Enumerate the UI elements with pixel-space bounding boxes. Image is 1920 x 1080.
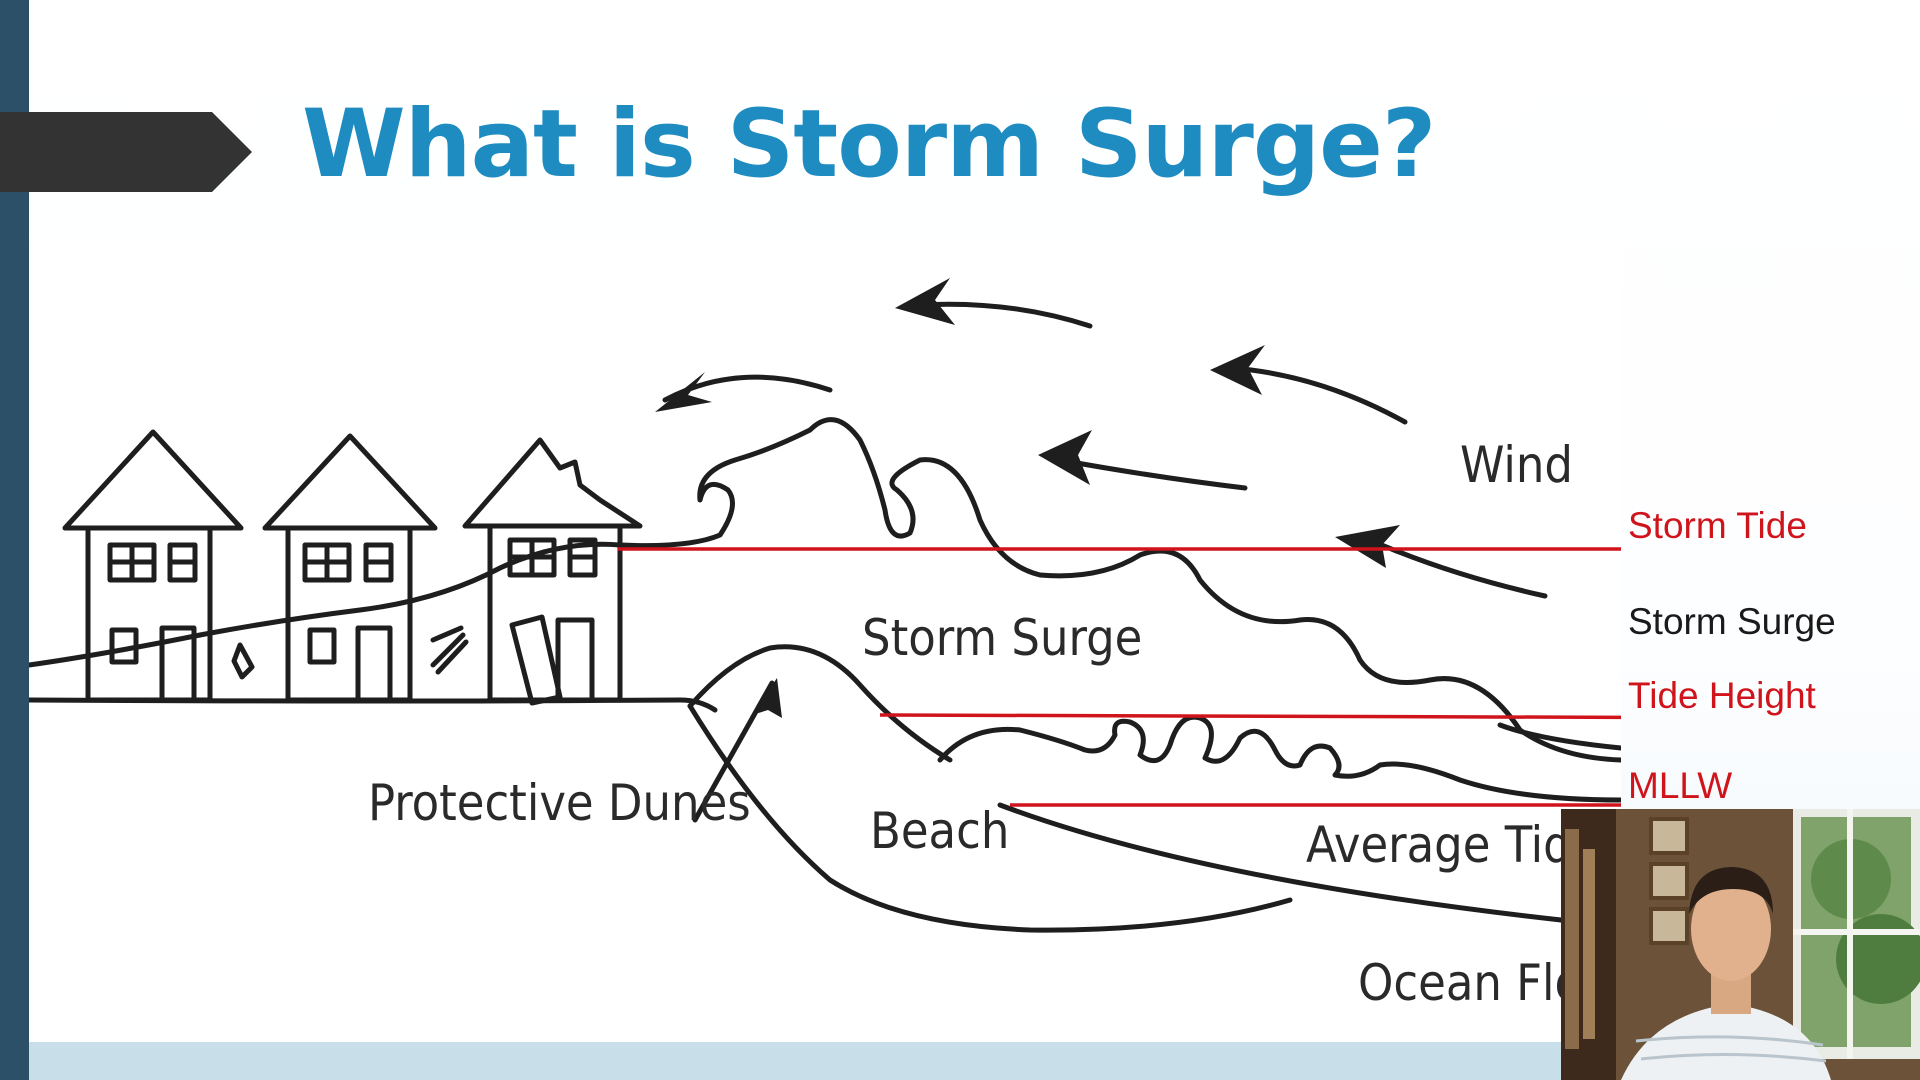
wind-arrows xyxy=(662,301,1548,823)
ocean-floor-line xyxy=(997,802,1564,923)
storm-surge-diagram: Wind Storm Surge Protective Dunes Beach … xyxy=(29,242,1621,1042)
label-protective-dunes: Protective Dunes xyxy=(368,774,751,832)
legend-mllw: MLLW xyxy=(1628,765,1732,806)
title-arrow-shape xyxy=(0,112,252,192)
average-tide-wave xyxy=(937,714,1621,803)
house-1 xyxy=(62,429,244,703)
label-wind: Wind xyxy=(1460,436,1573,494)
storm-surge-wave xyxy=(617,417,1621,763)
label-average-tide: Average Tide xyxy=(1306,816,1599,874)
presenter-webcam xyxy=(1561,809,1920,1080)
dune-line xyxy=(687,644,953,763)
house-2 xyxy=(231,433,438,703)
beach-line xyxy=(687,703,1293,933)
slide-title: What is Storm Surge? xyxy=(302,90,1436,199)
tide-height-line xyxy=(879,713,1621,720)
ground-line xyxy=(29,697,718,713)
house-3-damaged xyxy=(430,437,643,706)
legend-storm-surge: Storm Surge xyxy=(1628,601,1836,642)
flood-water-line xyxy=(29,541,623,668)
legend-storm-tide: Storm Tide xyxy=(1628,505,1807,546)
reference-lines xyxy=(618,547,1621,807)
legend-tide-height: Tide Height xyxy=(1628,675,1817,716)
wave-tail xyxy=(1497,722,1621,751)
presenter-video-icon xyxy=(1561,809,1920,1080)
label-storm-surge: Storm Surge xyxy=(862,609,1142,667)
label-beach: Beach xyxy=(870,802,1009,860)
legend-overlay: Storm Tide Storm Surge Tide Height MLLW xyxy=(1628,505,1836,806)
